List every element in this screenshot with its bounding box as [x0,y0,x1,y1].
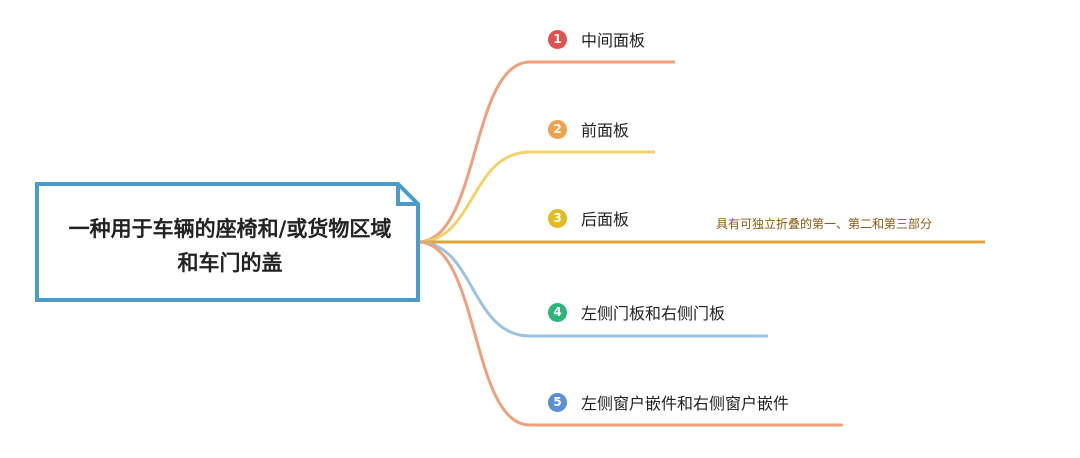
root-box-fold [396,184,418,206]
root-box [35,182,420,302]
branch-3: 3 后面板 [548,206,629,230]
root-title: 一种用于车辆的座椅和/或货物区域和车门的盖 [68,217,392,275]
branch-2: 2 前面板 [548,117,629,141]
number-badge-5: 5 [548,392,567,412]
number-badge-4: 4 [548,302,567,322]
branch-label-2: 前面板 [581,121,630,140]
branch-label-1: 中间面板 [581,31,646,50]
branch-label-3: 后面板 [581,210,630,229]
branch-1: 1 中间面板 [548,27,645,51]
number-badge-3: 3 [548,208,567,228]
number-badge-2: 2 [548,119,567,139]
connector-1 [417,60,675,244]
branch-3-note: 具有可独立折叠的第一、第二和第三部分 [716,217,933,231]
number-badge-1: 1 [548,29,567,49]
branch-label-4: 左侧门板和右侧门板 [581,304,726,323]
connector-5 [417,240,843,427]
connector-2 [417,150,655,244]
connector-4 [417,240,768,338]
branch-5: 5 左侧窗户嵌件和右侧窗户嵌件 [548,390,789,414]
branch-4: 4 左侧门板和右侧门板 [548,300,725,324]
branch-label-5: 左侧窗户嵌件和右侧窗户嵌件 [581,394,790,413]
